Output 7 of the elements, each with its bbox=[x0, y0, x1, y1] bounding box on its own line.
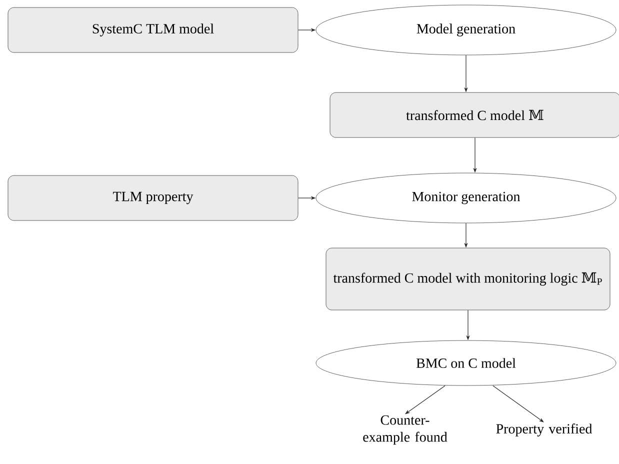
process-box: transformed C model 𝕄 bbox=[330, 92, 619, 138]
process-box: SystemC TLM model bbox=[8, 7, 298, 53]
outcome-text: Property verified bbox=[496, 424, 592, 436]
outcome-text: Counter- example found bbox=[363, 415, 448, 445]
arrow bbox=[492, 385, 544, 422]
process-box: TLM property bbox=[8, 175, 298, 221]
process-box: transformed C model with monitoring logic 𝕄$_{P}$ bbox=[326, 248, 610, 310]
